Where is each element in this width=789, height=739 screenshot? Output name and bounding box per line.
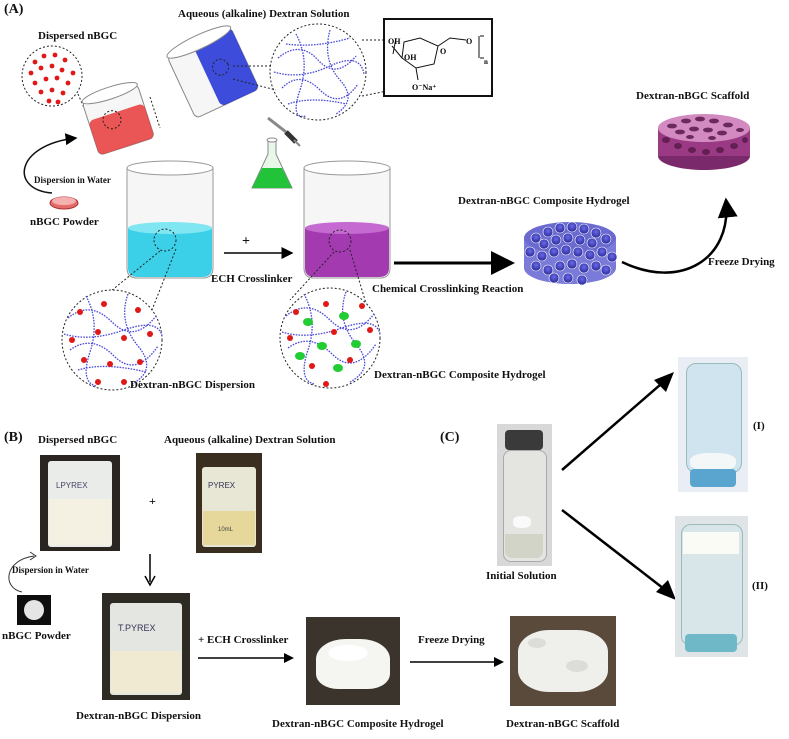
beaker-text-3: T.PYREX: [118, 623, 156, 633]
pipette: [267, 116, 301, 147]
label-ech-b: + ECH Crosslinker: [198, 634, 289, 646]
dextran-zoom: [269, 23, 367, 121]
label-composite-hydrogel-a-bottom: Dextran-nBGC Composite Hydrogel: [374, 369, 546, 381]
panel-b-label: (B): [4, 430, 23, 445]
label-result-2: (II): [752, 580, 768, 592]
label-result-1: (I): [753, 420, 765, 432]
beaker-text-2: PYREX: [208, 481, 236, 490]
nbgc-powder-dish: [49, 196, 79, 210]
label-nbgc-powder-b: nBGC Powder: [2, 630, 71, 642]
hydrogel-zoom: [279, 287, 381, 389]
struct-n: n: [484, 58, 488, 66]
label-freeze-drying-a: Freeze Drying: [708, 256, 775, 268]
composite-hydrogel-disc: [524, 221, 618, 286]
struct-ona: O⁻Na⁺: [412, 83, 436, 92]
panel-c-label: (C): [440, 430, 460, 445]
photo-dextran-solution: PYREX 10mL: [196, 453, 262, 553]
label-plus-b: +: [149, 494, 156, 508]
label-chemical-crosslinking: Chemical Crosslinking Reaction: [372, 283, 524, 295]
green-flask: [251, 137, 293, 189]
label-aqueous-dextran-a: Aqueous (alkaline) Dextran Solution: [178, 8, 350, 20]
label-dispersion-water-b: Dispersion in Water: [12, 565, 89, 575]
label-dispersion-a: Dextran-nBGC Dispersion: [130, 379, 255, 391]
arrow-freeze-b: [410, 657, 504, 667]
struct-oh1: OH: [388, 37, 401, 46]
dispersed-nbgc-zoom: [21, 45, 83, 107]
arrow-ech-b: [198, 653, 294, 663]
label-dispersion-water-a: Dispersion in Water: [34, 175, 111, 185]
panel-a-label: (A): [4, 2, 24, 17]
label-composite-hydrogel-a-top: Dextran-nBGC Composite Hydrogel: [458, 195, 630, 207]
cyan-beaker: [126, 160, 214, 279]
beaker-volume: 10mL: [218, 527, 234, 533]
panel-c-arrows: [561, 372, 676, 600]
photo-composite-hydrogel: [306, 617, 400, 705]
dextran-structure: [383, 18, 493, 97]
label-plus-a: +: [242, 234, 250, 249]
label-dispersed-nbgc-b: Dispersed nBGC: [38, 434, 118, 446]
label-scaffold-a: Dextran-nBGC Scaffold: [636, 90, 750, 102]
photo-nbgc-powder: [17, 595, 51, 625]
label-nbgc-powder-a: nBGC Powder: [30, 216, 99, 228]
struct-o-ring: O: [440, 47, 446, 56]
purple-beaker: [303, 160, 391, 279]
dispersion-zoom: [61, 289, 163, 391]
blue-beaker: [166, 25, 259, 118]
photo-result-2: [675, 516, 748, 657]
label-dispersed-nbgc-a: Dispersed nBGC: [38, 30, 118, 42]
struct-oh2: OH: [404, 53, 417, 62]
curved-arrow-b: [8, 551, 37, 593]
down-arrow-b: [144, 554, 156, 587]
scaffold-disc: [658, 114, 750, 170]
label-freeze-drying-b: Freeze Drying: [418, 634, 485, 646]
photo-scaffold: [510, 616, 616, 706]
red-beaker: [81, 82, 154, 155]
beaker-text-1: LPYREX: [56, 481, 88, 490]
photo-dispersion: T.PYREX: [102, 593, 190, 700]
photo-result-1: [678, 357, 748, 492]
label-ech-a: ECH Crosslinker: [211, 273, 293, 285]
struct-o-link: O: [466, 37, 472, 46]
label-scaffold-b: Dextran-nBGC Scaffold: [506, 718, 620, 730]
label-composite-hydrogel-b: Dextran-nBGC Composite Hydrogel: [272, 718, 444, 730]
photo-initial-solution: [497, 424, 552, 566]
panel-a-diagram: OH OH O O O⁻Na⁺ n: [21, 18, 750, 391]
label-aqueous-dextran-b: Aqueous (alkaline) Dextran Solution: [164, 434, 336, 446]
photo-dispersed-nbgc: LPYREX: [40, 455, 120, 551]
label-dispersion-b: Dextran-nBGC Dispersion: [76, 710, 201, 722]
label-initial-solution: Initial Solution: [486, 570, 557, 582]
